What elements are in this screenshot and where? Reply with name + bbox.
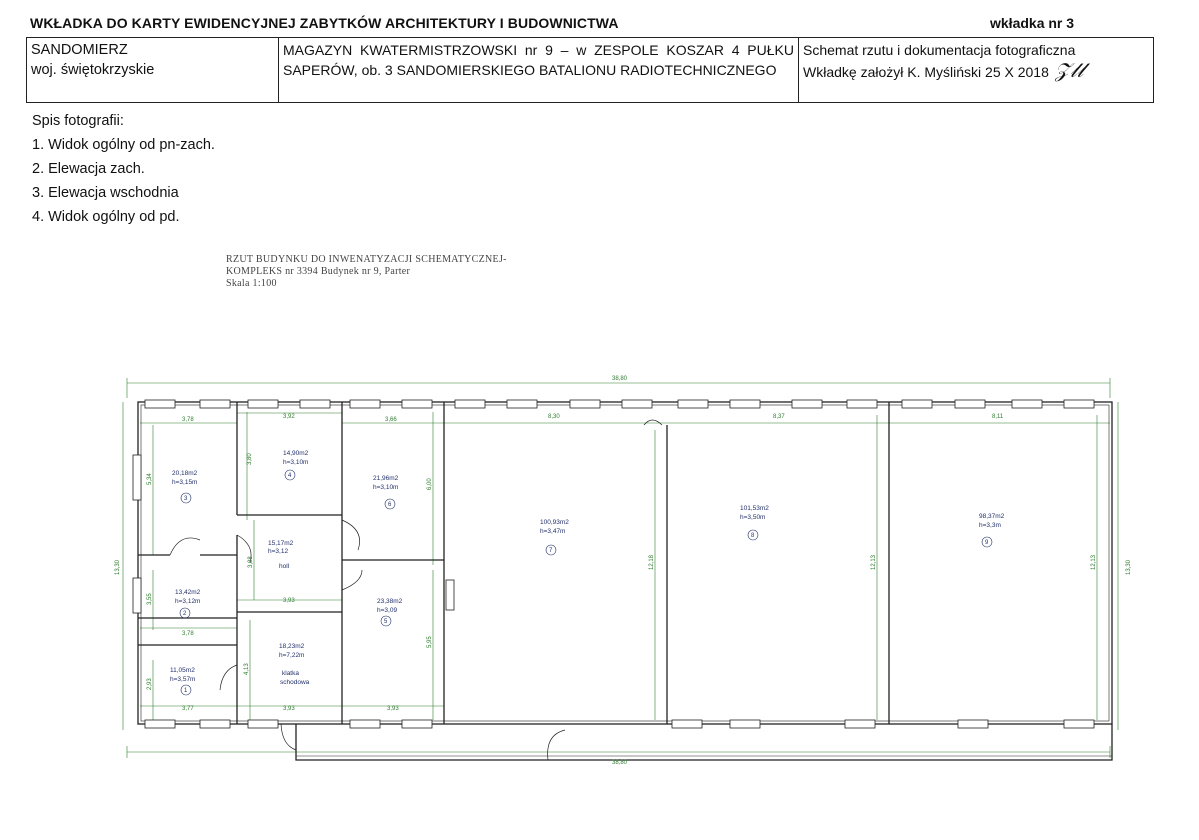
dim-overall-width: 38,80	[612, 376, 628, 382]
dim-label: 6,00	[427, 478, 433, 490]
dim-label: 5,95	[427, 636, 433, 648]
room-height: h=3,3m	[979, 522, 1001, 529]
location-cell: SANDOMIERZ woj. świętokrzyskie	[27, 38, 279, 102]
room-height: h=3,47m	[540, 528, 565, 535]
dim-overall-depth: 13,30	[115, 559, 121, 575]
dim-label: 8,11	[992, 414, 1004, 420]
room-height: h=3,10m	[373, 484, 398, 491]
room-area: 13,42m2	[175, 589, 201, 596]
plan-caption-line: KOMPLEKS nr 3394 Budynek nr 9, Parter	[226, 266, 411, 277]
room-height: h=3,15m	[172, 479, 197, 486]
dim-overall-width: 38,80	[612, 760, 628, 766]
author-note: Wkładkę założył K. Myśliński 25 X 2018	[803, 64, 1049, 80]
photo-list-item: 4. Widok ogólny od pd.	[32, 209, 180, 225]
room-height: h=3,50m	[740, 514, 765, 521]
photo-list-heading: Spis fotografii:	[32, 113, 124, 129]
content-cell: Schemat rzutu i dokumentacja fotograficz…	[799, 38, 1153, 102]
doors	[169, 419, 663, 761]
dimension-labels: 38,80 38,80 13,30 13,30 3,78 3,92 3,66 8…	[115, 376, 1132, 766]
photo-list-item: 1. Widok ogólny od pn-zach.	[32, 137, 215, 153]
signature-icon: 𝒵𝓁𝓁	[1054, 58, 1084, 82]
dim-overall-depth: 13,30	[1126, 559, 1132, 575]
dim-label: 5,34	[147, 473, 153, 485]
room-number: 1	[184, 688, 188, 694]
dim-label: 3,78	[182, 417, 194, 423]
room-name-line: klatka	[282, 670, 299, 677]
room-number-circle	[180, 684, 192, 696]
dim-label: 3,55	[147, 593, 153, 605]
room-number: 2	[183, 611, 187, 617]
room-number-circle	[747, 529, 759, 541]
dim-label: 12,18	[649, 554, 655, 570]
room-height: h=3,12	[268, 548, 288, 555]
room-area: 20,18m2	[172, 470, 198, 477]
object-cell: MAGAZYN KWATERMISTRZOWSKI nr 9 – w ZESPO…	[279, 38, 799, 102]
room-number: 8	[751, 533, 755, 539]
room-number-circle	[384, 498, 396, 510]
room-number: 9	[985, 540, 989, 546]
room-number-circle	[284, 469, 296, 481]
photo-list: Spis fotografii: 1. Widok ogólny od pn-z…	[32, 109, 215, 229]
room-height: h=7,22m	[279, 652, 304, 659]
dim-label: 3,80	[247, 453, 253, 465]
dim-label: 3,93	[387, 706, 399, 712]
insert-number: wkładka nr 3	[990, 15, 1075, 31]
dim-label: 12,13	[871, 554, 877, 570]
dim-label: 8,37	[773, 414, 785, 420]
dim-label: 3,77	[182, 706, 194, 712]
room-number-circle	[545, 544, 557, 556]
room-area: 23,38m2	[377, 598, 403, 605]
location-town: SANDOMIERZ	[31, 42, 128, 58]
room-area: 98,37m2	[979, 513, 1005, 520]
dim-label: 4,13	[244, 663, 250, 675]
room-labels: 11,05m2 h=3,57m 1 13,42m2 h=3,12m 2 20,1…	[170, 450, 1005, 696]
photo-list-item: 2. Elewacja zach.	[32, 161, 145, 177]
room-area: 14,90m2	[283, 450, 309, 457]
plan-caption: RZUT BUDYNKU DO INWENATYZACJI SCHEMATYCZ…	[226, 254, 507, 290]
dim-label: 3,93	[283, 706, 295, 712]
room-number: 4	[288, 473, 292, 479]
room-area: 101,53m2	[740, 505, 769, 512]
location-region: woj. świętokrzyskie	[31, 62, 155, 78]
room-number-circle	[180, 492, 192, 504]
room-height: h=3,57m	[170, 676, 195, 683]
dim-label: 12,13	[1091, 554, 1097, 570]
room-number: 7	[549, 548, 553, 554]
room-name-line: schodowa	[280, 679, 310, 686]
room-area: 15,17m2	[268, 540, 294, 547]
room-area: 18,23m2	[279, 643, 305, 650]
room-area: 21,96m2	[373, 475, 399, 482]
windows	[132, 399, 1095, 729]
room-name: klatka schodowa	[280, 670, 310, 686]
dimension-lines	[122, 378, 1119, 758]
room-number: 6	[388, 502, 392, 508]
walls	[137, 401, 1113, 761]
dim-label: 8,30	[548, 414, 560, 420]
document-title: WKŁADKA DO KARTY EWIDENCYJNEJ ZABYTKÓW A…	[30, 15, 619, 31]
object-description: MAGAZYN KWATERMISTRZOWSKI nr 9 – w ZESPO…	[283, 42, 794, 78]
room-number: 5	[384, 619, 388, 625]
dim-label: 3,66	[385, 417, 397, 423]
room-number-circle	[380, 615, 392, 627]
room-height: h=3,10m	[283, 459, 308, 466]
room-area: 11,05m2	[170, 667, 195, 674]
dim-label: 3,88	[248, 556, 254, 568]
dim-label: 3,78	[182, 631, 194, 637]
dim-label: 3,93	[283, 598, 295, 604]
room-number-circle	[981, 536, 993, 548]
room-height: h=3,09	[377, 607, 397, 614]
plan-caption-line: RZUT BUDYNKU DO INWENATYZACJI SCHEMATYCZ…	[226, 254, 507, 265]
photo-list-item: 3. Elewacja wschodnia	[32, 185, 179, 201]
room-area: 100,93m2	[540, 519, 569, 526]
room-name: holl	[279, 563, 290, 570]
room-number: 3	[184, 496, 188, 502]
dim-label: 2,93	[147, 678, 153, 690]
plan-caption-line: Skala 1:100	[226, 278, 277, 289]
room-number-circle	[179, 607, 191, 619]
content-type: Schemat rzutu i dokumentacja fotograficz…	[803, 42, 1076, 58]
dim-label: 3,92	[283, 414, 295, 420]
header-table: SANDOMIERZ woj. świętokrzyskie MAGAZYN K…	[26, 37, 1154, 103]
room-height: h=3,12m	[175, 598, 200, 605]
